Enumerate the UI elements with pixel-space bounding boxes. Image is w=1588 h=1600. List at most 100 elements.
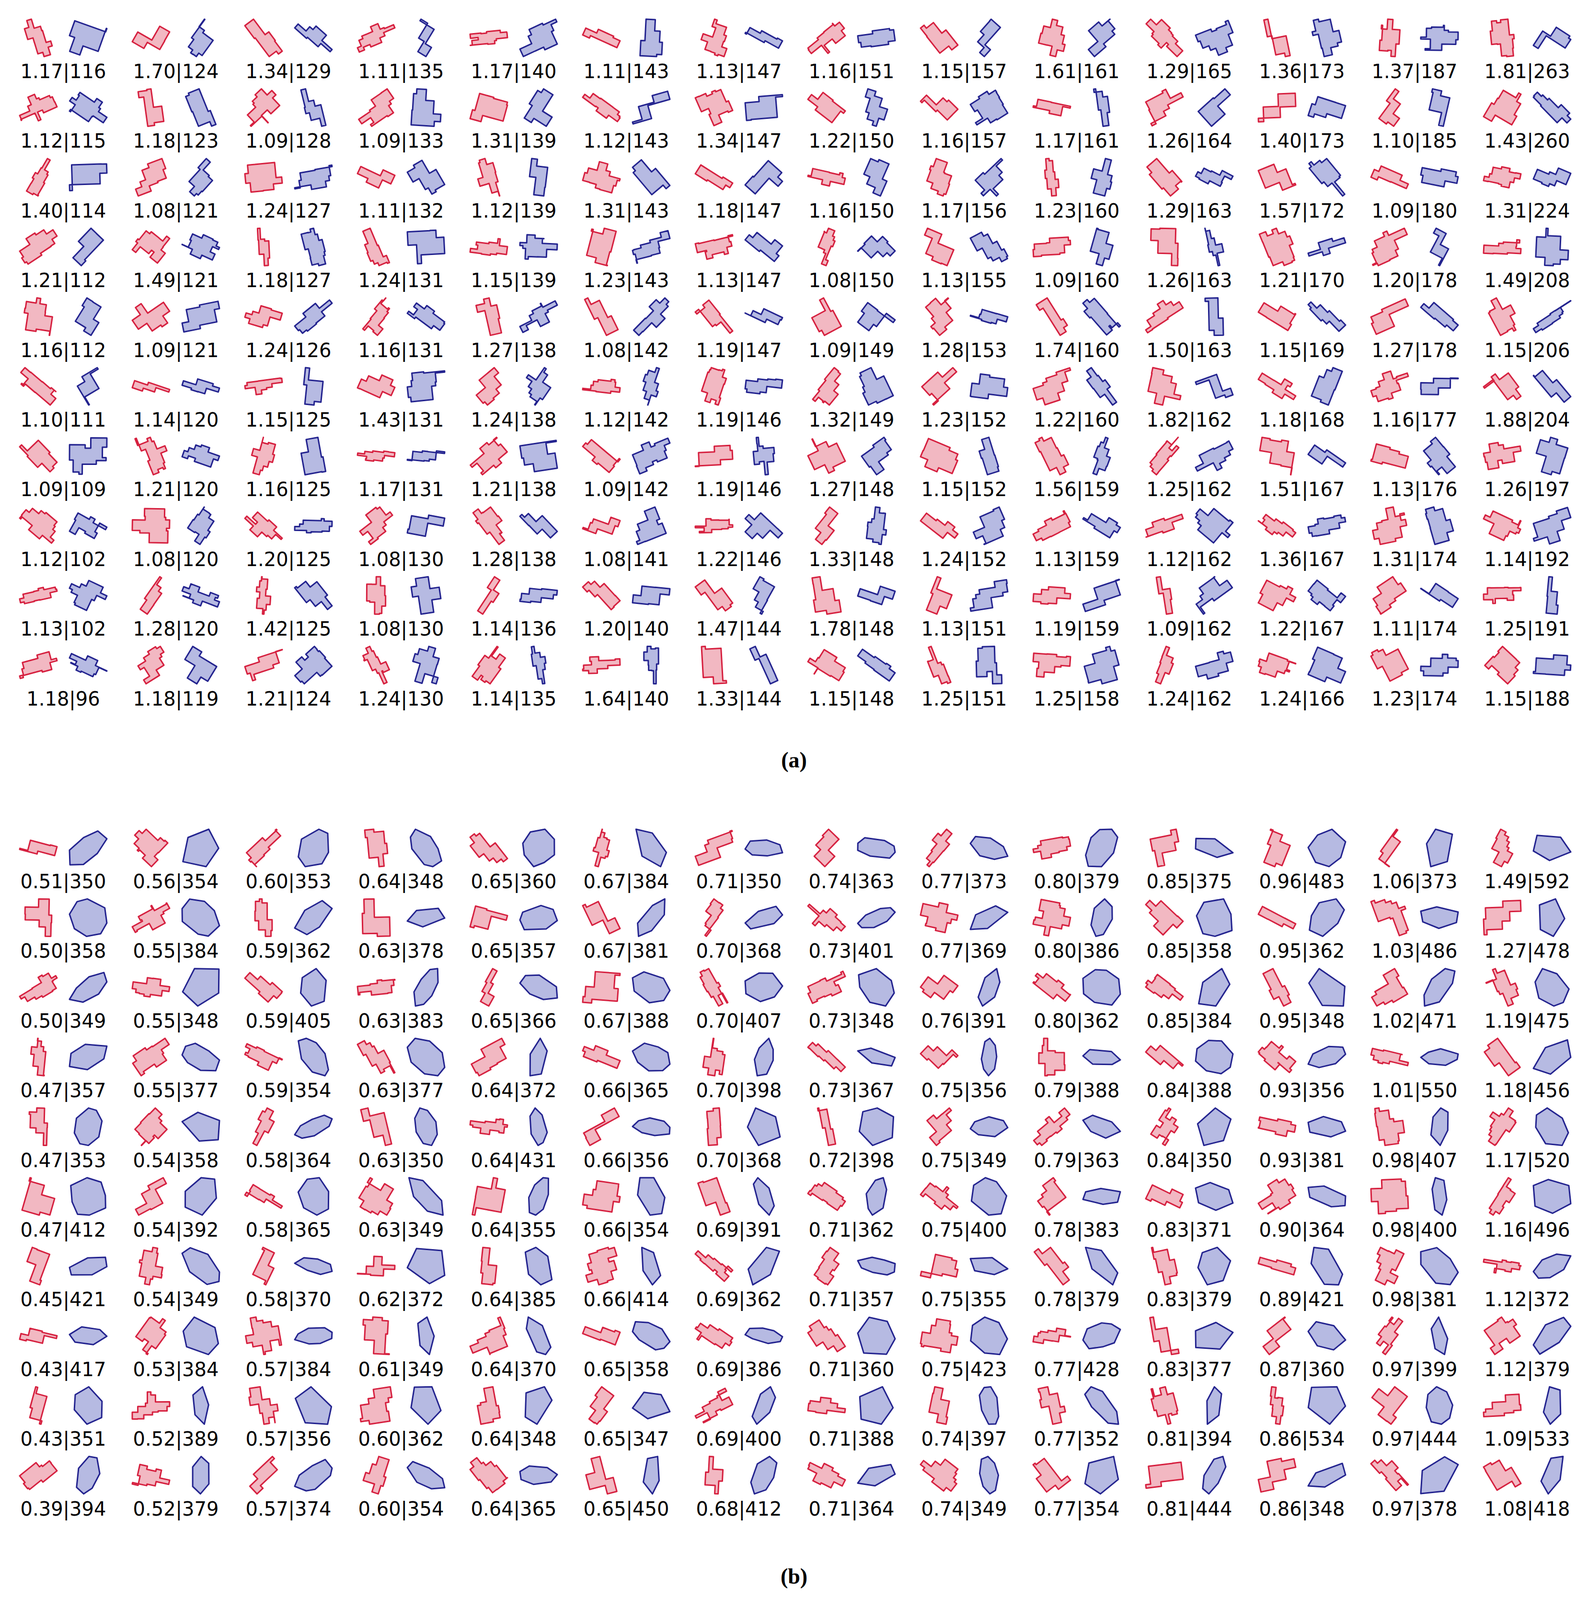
- value-label: 0.51|350: [20, 870, 107, 892]
- simplified-footprint: [632, 230, 670, 264]
- original-footprint: [363, 1456, 390, 1494]
- simplified-footprint: [745, 378, 783, 394]
- simplified-footprint: [410, 828, 442, 867]
- value-label: 0.65|450: [583, 1497, 670, 1519]
- simplified-footprint: [745, 160, 783, 194]
- value-label: 1.27|148: [808, 478, 895, 500]
- simplified-footprint: [182, 583, 220, 607]
- value-label: 1.18|119: [133, 688, 219, 710]
- original-footprint: [470, 1316, 508, 1355]
- value-label: 1.18|147: [696, 200, 783, 222]
- original-footprint: [814, 1246, 839, 1285]
- simplified-footprint: [294, 1327, 333, 1344]
- value-label: 1.08|142: [583, 339, 670, 361]
- simplified-footprint: [971, 1177, 1007, 1215]
- simplified-footprint: [970, 309, 1008, 324]
- original-footprint: [256, 576, 271, 614]
- original-footprint: [807, 168, 846, 186]
- simplified-footprint: [294, 1459, 333, 1491]
- original-footprint: [1258, 372, 1296, 400]
- simplified-footprint: [745, 906, 783, 929]
- original-footprint: [26, 1246, 50, 1285]
- value-label: 1.17|156: [921, 200, 1008, 222]
- simplified-footprint: [640, 19, 663, 57]
- simplified-footprint: [1088, 19, 1115, 57]
- original-footprint: [1483, 510, 1521, 541]
- simplified-footprint: [1420, 654, 1459, 676]
- original-footprint: [1370, 648, 1409, 681]
- original-footprint: [1033, 836, 1071, 859]
- value-label: 0.52|389: [133, 1427, 219, 1450]
- value-label: 0.39|394: [20, 1497, 107, 1519]
- simplified-footprint: [1420, 25, 1459, 51]
- value-label: 0.89|421: [1259, 1288, 1346, 1310]
- value-label: 1.15|206: [1484, 339, 1571, 361]
- simplified-footprint: [417, 19, 435, 57]
- value-label: 1.78|148: [808, 618, 895, 640]
- original-footprint: [470, 905, 508, 929]
- value-label: 1.61|161: [1034, 60, 1120, 82]
- value-label: 0.85|375: [1146, 870, 1233, 892]
- simplified-footprint: [635, 828, 667, 867]
- original-footprint: [470, 1457, 508, 1493]
- original-footprint: [1484, 1316, 1521, 1355]
- simplified-footprint: [643, 367, 660, 405]
- simplified-footprint: [1535, 1107, 1569, 1146]
- simplified-footprint: [411, 576, 441, 614]
- simplified-footprint: [749, 646, 778, 684]
- original-footprint: [247, 88, 280, 127]
- original-footprint: [582, 901, 621, 934]
- original-footprint: [921, 367, 957, 405]
- simplified-footprint: [1424, 968, 1455, 1006]
- value-label: 0.72|398: [808, 1149, 895, 1171]
- value-label: 0.68|412: [696, 1497, 783, 1519]
- original-footprint: [357, 979, 395, 995]
- value-label: 1.42|125: [245, 618, 332, 640]
- simplified-footprint: [69, 1044, 107, 1070]
- value-label: 1.14|135: [471, 688, 557, 710]
- value-label: 1.11|143: [583, 60, 670, 82]
- value-label: 0.55|377: [133, 1079, 219, 1101]
- value-label: 1.17|131: [358, 478, 445, 500]
- simplified-footprint: [981, 1037, 997, 1076]
- simplified-footprint: [414, 1107, 438, 1146]
- original-footprint: [1483, 1459, 1521, 1490]
- value-label: 1.21|138: [471, 478, 557, 500]
- simplified-footprint: [1533, 1179, 1571, 1213]
- original-footprint: [701, 19, 727, 57]
- original-footprint: [1370, 443, 1409, 468]
- value-label: 0.75|423: [921, 1358, 1008, 1380]
- simplified-footprint: [300, 968, 326, 1006]
- original-footprint: [357, 374, 395, 398]
- value-label: 1.13|102: [20, 618, 107, 640]
- value-label: 1.12|139: [471, 200, 557, 222]
- simplified-footprint: [1546, 576, 1559, 614]
- simplified-footprint: [1084, 646, 1119, 684]
- simplified-footprint: [745, 972, 783, 1002]
- original-footprint: [1379, 19, 1400, 57]
- simplified-footprint: [970, 1116, 1008, 1137]
- simplified-footprint: [192, 1456, 209, 1494]
- value-label: 1.19|146: [696, 478, 783, 500]
- simplified-footprint: [745, 27, 783, 49]
- simplified-footprint: [1082, 579, 1121, 612]
- simplified-footprint: [182, 1112, 220, 1141]
- simplified-footprint: [69, 92, 107, 123]
- simplified-footprint: [407, 1248, 445, 1284]
- value-label: 0.98|407: [1371, 1149, 1458, 1171]
- simplified-footprint: [77, 367, 99, 405]
- original-footprint: [1145, 974, 1184, 1001]
- simplified-footprint: [643, 1456, 660, 1494]
- original-footprint: [1370, 899, 1409, 936]
- original-footprint: [1151, 1246, 1178, 1285]
- value-label: 0.78|383: [1034, 1219, 1120, 1241]
- simplified-footprint: [1420, 1456, 1459, 1494]
- value-label: 0.85|384: [1146, 1010, 1233, 1032]
- original-footprint: [695, 445, 733, 467]
- value-label: 0.77|352: [1034, 1427, 1120, 1450]
- value-label: 0.66|414: [583, 1288, 670, 1310]
- simplified-footprint: [75, 298, 102, 336]
- value-label: 1.31|174: [1371, 548, 1458, 570]
- original-footprint: [244, 649, 283, 681]
- original-footprint: [695, 1250, 733, 1281]
